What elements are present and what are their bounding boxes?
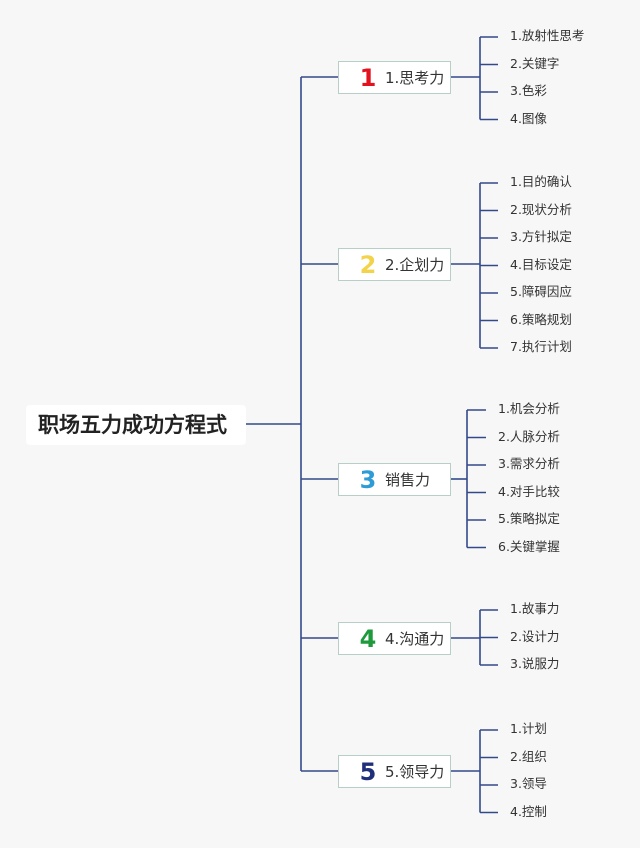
leaf-item: 3.说服力	[510, 656, 560, 671]
branch-label: 2.企划力	[385, 256, 445, 274]
leaf-item: 1.故事力	[510, 601, 560, 616]
leaf-item: 3.领导	[510, 776, 547, 791]
branch-number: 3	[359, 465, 377, 494]
leaf-item: 1.放射性思考	[510, 28, 585, 43]
leaf-item: 4.目标设定	[510, 256, 572, 272]
branch-number: 2	[359, 250, 377, 279]
leaf-item: 1.机会分析	[498, 401, 560, 416]
branch-number: 5	[359, 757, 377, 786]
branch-label: 5.领导力	[385, 763, 445, 781]
leaf-item: 5.障碍因应	[510, 284, 572, 299]
branch-number: 4	[359, 624, 377, 653]
branch-label: 1.思考力	[385, 69, 445, 87]
leaf-item: 4.图像	[510, 110, 547, 126]
root-node: 职场五力成功方程式	[26, 405, 246, 445]
leaf-item: 6.策略规划	[510, 311, 572, 327]
branch-node-3: 3 销售力	[338, 463, 451, 496]
branch-node-4: 4 4.沟通力	[338, 622, 451, 655]
leaf-item: 4.对手比较	[498, 483, 560, 499]
branch-number: 1	[359, 63, 377, 92]
leaf-item: 6.关键掌握	[498, 538, 560, 554]
leaf-item: 4.控制	[510, 803, 547, 819]
leaf-item: 3.需求分析	[498, 456, 560, 471]
branch-node-2: 2 2.企划力	[338, 248, 451, 281]
leaf-item: 5.策略拟定	[498, 511, 560, 526]
branch-label: 4.沟通力	[385, 630, 445, 648]
leaf-item: 7.执行计划	[510, 339, 572, 354]
leaf-item: 3.方针拟定	[510, 229, 572, 244]
branch-node-5: 5 5.领导力	[338, 755, 451, 788]
leaf-item: 2.关键字	[510, 55, 560, 71]
leaf-item: 2.现状分析	[510, 201, 572, 217]
branch-label: 销售力	[385, 471, 431, 489]
leaf-item: 2.人脉分析	[498, 428, 560, 444]
leaf-item: 1.目的确认	[510, 174, 572, 189]
root-title: 职场五力成功方程式	[38, 413, 227, 437]
branch-node-1: 1 1.思考力	[338, 61, 451, 94]
leaf-item: 2.组织	[510, 748, 547, 764]
leaf-item: 2.设计力	[510, 628, 560, 644]
leaf-item: 1.计划	[510, 721, 547, 736]
leaf-item: 3.色彩	[510, 83, 547, 98]
